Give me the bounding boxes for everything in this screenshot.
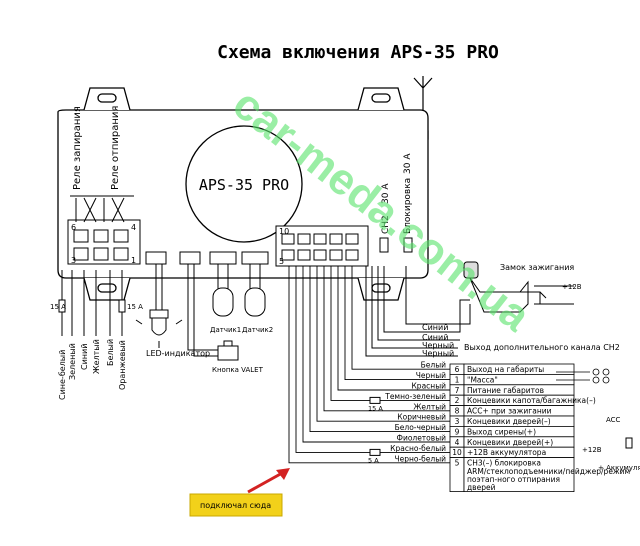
relay-unlock-label: Реле отпирания — [110, 106, 121, 190]
lamp-icons — [556, 368, 610, 384]
right-wires — [365, 266, 471, 357]
ignition-lock-icon — [463, 261, 574, 313]
pin-number: 3 — [455, 417, 460, 426]
note-callout — [189, 468, 290, 517]
left-wire-0: Сине-белый — [58, 350, 67, 400]
pin-number: 4 — [455, 438, 460, 447]
pin-function: Концевики дверей(–) — [467, 417, 551, 426]
left-wire-3: Желтый — [92, 339, 101, 374]
pin-wire — [302, 266, 450, 443]
right-wire-2: Черный — [422, 341, 454, 350]
main-connector — [275, 225, 413, 267]
pin-function: Выход на габариты — [467, 365, 544, 374]
left-fuse-a: 15 A — [50, 303, 66, 311]
left-wire-1: Зеленый — [68, 343, 77, 380]
left-wires — [58, 270, 126, 336]
ch2-fuse-label: 30 A — [381, 183, 391, 204]
fuse-icon — [369, 396, 381, 404]
pin-function: +12В аккумулятора — [467, 448, 546, 457]
right-wire-3: Черный — [422, 349, 454, 358]
relay-connector — [67, 195, 141, 265]
fuse-label: 5 A — [368, 456, 379, 464]
pin-number: 1 — [455, 375, 460, 384]
sensor-1-label: Датчик1 — [210, 326, 241, 334]
left-wire-2: Синий — [80, 344, 89, 370]
pin-function: Питание габаритов — [467, 386, 544, 395]
pin-wire-color: Белый — [421, 361, 446, 370]
pin-number: 5 — [455, 459, 460, 468]
pin-wire-color: Черно-белый — [394, 454, 446, 463]
sensor-2-label: Датчик2 — [242, 326, 273, 334]
battery-label: + Аккумулятор батарея — [598, 464, 640, 472]
pin-5: 5 — [279, 257, 284, 266]
siren-icon — [625, 437, 633, 449]
pin-wire-color: Темно-зеленый — [384, 392, 446, 401]
fuse-label: 15 A — [368, 404, 383, 412]
small-connectors — [145, 251, 269, 265]
ch2-label: CH2 — [381, 215, 391, 234]
pin-1: 1 — [131, 256, 136, 265]
pin-4: 4 — [131, 223, 136, 232]
ignition-plus: +12В — [562, 283, 582, 291]
plus12-label: +12В — [582, 446, 602, 454]
note-text: подключал сюда — [200, 501, 271, 510]
fuse-icon — [369, 448, 381, 456]
pin-wire-color: Фиолетовый — [396, 434, 446, 443]
pin-number: 2 — [455, 396, 460, 405]
pin-wire — [323, 266, 450, 412]
left-wire-4: Белый — [106, 339, 115, 366]
ignition-label: Замок зажигания — [500, 263, 574, 272]
left-wire-5: Оранжевый — [118, 340, 127, 390]
valet-button-icon — [187, 264, 239, 361]
pin-number: 8 — [455, 407, 460, 416]
ch2-output-note: Выход дополнительного канала CH2 — [464, 343, 620, 352]
pin-wire-color: Красный — [411, 382, 446, 391]
pin-wire — [330, 266, 450, 401]
pin-function: Концевики капота/багажника(–) — [467, 396, 596, 405]
left-fuse-b: 15 A — [127, 303, 143, 311]
pin-function: Концевики дверей(+) — [467, 438, 553, 447]
pin-function: Выход сирены(+) — [467, 427, 536, 436]
led-label: LED-индикатор — [146, 349, 210, 358]
pin-wire — [295, 266, 450, 453]
pin-number: 6 — [455, 365, 460, 374]
relay-lock-label: Реле запирания — [72, 106, 83, 190]
pin-wire-color: Красно-белый — [390, 444, 446, 453]
pin-wire — [288, 266, 450, 464]
pin-3: 3 — [71, 256, 76, 265]
right-wire-0: Синий — [422, 323, 448, 332]
pin-table: 6 Выход на габариты 1 "Масса" 7 Питание габар… — [449, 363, 630, 493]
block-fuse-label: 30 A — [403, 153, 413, 174]
pin-number: 10 — [452, 448, 462, 457]
pin-wire — [337, 266, 450, 391]
pin-10: 10 — [279, 227, 289, 236]
pin-number: 9 — [455, 427, 460, 436]
pin-wire-color: Коричневый — [397, 413, 446, 422]
pin-wire-color: Черный — [416, 371, 446, 380]
pin-wire — [309, 266, 450, 433]
block-label: Блокировка — [403, 178, 413, 234]
acc-label: ACC — [606, 416, 621, 424]
pin-wire-color: Желтый — [413, 402, 446, 411]
pin-6: 6 — [71, 223, 76, 232]
pin-wire — [316, 266, 450, 422]
unit-name: APS-35 PRO — [199, 176, 289, 194]
sensor-icons — [212, 264, 266, 317]
right-wire-1: Синий — [422, 333, 448, 342]
pin-function: "Масса" — [467, 375, 498, 384]
diagram-title: Схема включения APS-35 PRO — [217, 42, 499, 63]
led-icon — [135, 264, 183, 348]
valet-label: Кнопка VALET — [212, 366, 264, 374]
pin-wire-color: Бело-черный — [395, 423, 446, 432]
pin-wire — [344, 266, 450, 381]
pin-number: 7 — [455, 386, 460, 395]
pin-func-cell — [463, 457, 575, 493]
pin-function: ACC+ при зажигании — [467, 407, 552, 416]
pin-wire — [351, 266, 450, 370]
